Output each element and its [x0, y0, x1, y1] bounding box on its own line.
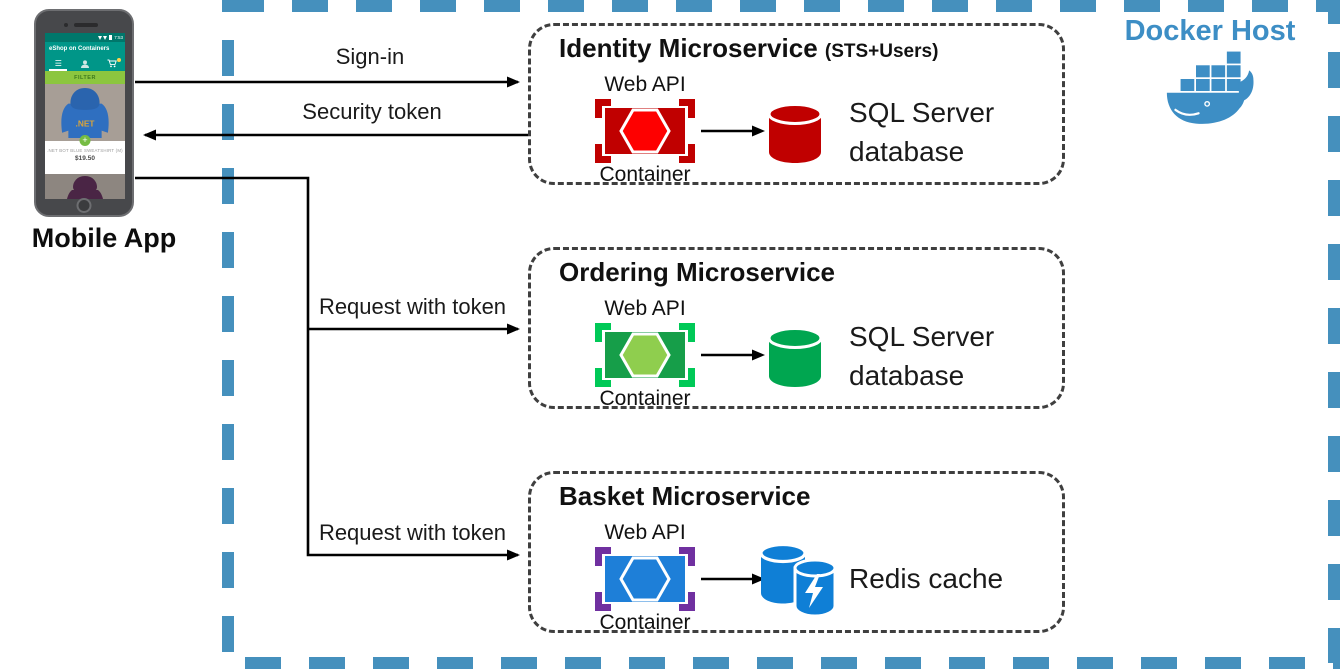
product-price: $19.50	[75, 155, 95, 162]
mobile-phone: 7:53 eShop on Containers ☰ FILTER	[34, 9, 134, 217]
request-with-token-label-basket: Request with token	[318, 520, 507, 545]
phone-camera-dot	[64, 23, 68, 27]
security-token-label: Security token	[302, 99, 442, 124]
product-caption: .NET BOT BLUE SWEATSHIRT (M) $19.50	[45, 148, 125, 174]
sign-in-label: Sign-in	[335, 44, 405, 69]
web-api-label: Web API	[604, 73, 686, 96]
cart-badge	[116, 58, 121, 62]
ordering-microservice-title: Ordering Microservice	[559, 257, 835, 288]
service-title-text: Basket Microservice	[559, 481, 811, 511]
sql-server-database-icon-green	[767, 327, 823, 387]
store-label: SQL Server database	[849, 321, 995, 391]
store-label: SQL Server database	[849, 97, 995, 167]
add-to-cart-plus-icon: +	[79, 135, 91, 146]
identity-microservice-title: Identity Microservice (STS+Users)	[559, 33, 938, 64]
blue-hoodie-icon: .NET	[61, 87, 109, 138]
redis-cache-icon	[759, 542, 837, 618]
docker-host-label: Docker Host	[1124, 15, 1296, 47]
store-label: Redis cache	[849, 563, 1004, 594]
container-label: Container	[599, 387, 691, 410]
container-label: Container	[599, 163, 691, 186]
container-to-db-arrow	[701, 573, 765, 585]
docker-whale-icon	[1160, 48, 1280, 139]
sql-server-database-icon-red	[767, 103, 823, 163]
product-name: .NET BOT BLUE SWEATSHIRT (M)	[47, 148, 123, 153]
service-title-suffix: (STS+Users)	[824, 41, 939, 62]
service-title-text: Ordering Microservice	[559, 257, 835, 287]
phone-status-bar: 7:53	[45, 33, 125, 42]
container-icon-red	[595, 99, 695, 163]
app-title: eShop on Containers	[49, 46, 110, 52]
container-label: Container	[599, 611, 691, 634]
menu-icon: ☰	[47, 56, 69, 71]
identity-microservice-box: Identity Microservice (STS+Users) Web AP…	[528, 23, 1065, 186]
battery-icon	[109, 35, 113, 40]
web-api-label: Web API	[604, 521, 686, 544]
product-image-purple-hoodie	[45, 174, 125, 199]
filter-bar: FILTER	[45, 71, 125, 84]
container-icon-green	[595, 323, 695, 387]
app-tab-bar: ☰	[45, 56, 125, 71]
web-api-label: Web API	[604, 297, 686, 320]
request-with-token-label-ordering: Request with token	[318, 294, 507, 319]
mobile-app-label: Mobile App	[31, 223, 177, 253]
app-title-bar: eShop on Containers	[45, 42, 125, 56]
person-icon	[74, 56, 96, 71]
filter-label: FILTER	[74, 74, 96, 81]
basket-microservice-title: Basket Microservice	[559, 481, 810, 512]
status-time: 7:53	[114, 35, 123, 40]
ordering-microservice-box: Ordering Microservice Web API Container …	[528, 247, 1065, 410]
container-to-db-arrow	[701, 349, 765, 361]
purple-hoodie-icon	[67, 176, 103, 199]
wifi-icon	[98, 35, 103, 40]
phone-home-button	[76, 198, 92, 213]
product-image-blue-hoodie: .NET +	[45, 84, 125, 146]
basket-microservice-box: Basket Microservice Web API Container Re…	[528, 471, 1065, 634]
phone-speaker	[74, 23, 98, 27]
container-icon-blue	[595, 547, 695, 611]
signal-icon	[103, 35, 108, 40]
container-to-db-arrow	[701, 125, 765, 137]
service-title-text: Identity Microservice	[559, 33, 818, 63]
phone-screen: 7:53 eShop on Containers ☰ FILTER	[45, 33, 125, 199]
svg-text:.NET: .NET	[76, 118, 95, 128]
cart-icon	[101, 56, 123, 71]
